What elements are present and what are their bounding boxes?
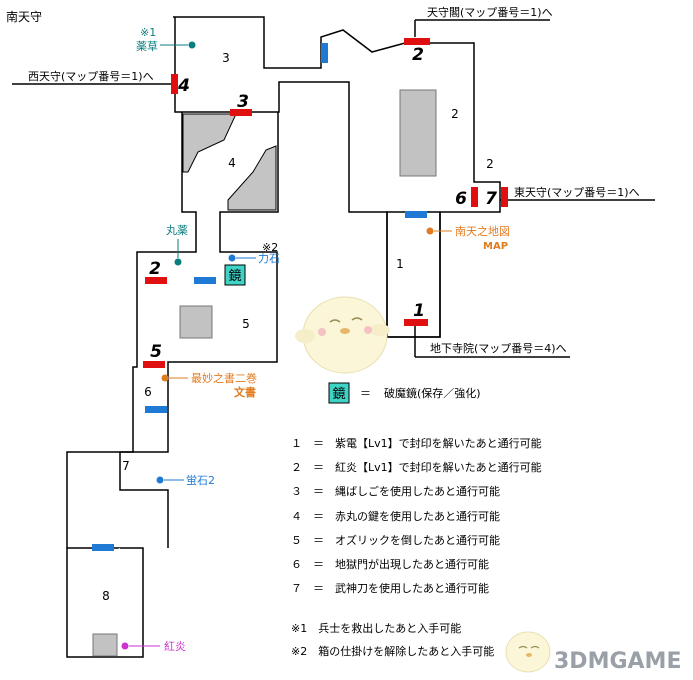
exit-west-label: 西天守(マップ番号＝1)へ [28,69,154,83]
door-number-2-top: 2 [412,45,424,65]
right-corridor-outline [119,112,279,548]
door-number-5: 5 [150,342,162,362]
yakusou-marker [188,41,196,49]
room-3-and-2-outline [173,16,501,338]
kouen-label: 紅炎 [164,640,186,653]
door-1 [404,319,428,326]
legend-line-3: ３ ＝ 縄ばしごを使用したあと通行可能 [291,485,500,498]
rikiseki-label: 力石 [258,252,280,265]
yakusou-note: ※1 [140,26,156,39]
legend-line-7: ７ ＝ 武神刀を使用したあと通行可能 [291,582,489,595]
yakusou-label: 薬草 [136,40,158,53]
door-6 [471,187,478,207]
mirror-legend-equals: ＝ [360,387,371,400]
door-3 [230,109,252,116]
door-blue-room8 [92,544,114,551]
mirror-legend: 鏡 ＝ 破魔鏡(保存／強化) [328,382,481,404]
door-2-left [145,277,167,284]
watermark-text: 3DMGAME [554,649,681,674]
room-label-4: 4 [228,156,236,170]
items: ※1 薬草 丸薬 ※2 力石 南天之地図 MAP 最妙之書二巻 文書 蛍石2 紅… [121,26,510,653]
room-label-5: 5 [242,317,250,331]
room-label-2b: 2 [486,157,494,171]
door-blue-room6 [145,406,167,413]
room-label-2: 2 [451,107,459,121]
rikiseki-note: ※2 [262,241,278,254]
book-marker [161,374,169,382]
door-number-2-left: 2 [149,259,161,279]
map-tag: MAP [483,241,508,252]
marugusuri-marker [174,258,182,266]
legend-line-6: ６ ＝ 地獄門が出現したあと通行可能 [291,558,489,571]
legend-line-1: １ ＝ 紫電【Lv1】で封印を解いたあと通行可能 [291,437,542,450]
room-label-3: 3 [222,51,230,65]
map-item-label: 南天之地図 [455,224,510,238]
kouen-marker [121,642,129,650]
exit-labels: 天守閣(マップ番号＝1)へ 西天守(マップ番号＝1)へ 東天守(マップ番号＝1)… [28,5,640,355]
pillar-room-2 [399,89,437,177]
room-label-6: 6 [144,385,152,399]
exit-down-label: 地下寺院(マップ番号＝4)へ [430,341,567,355]
left-corridor-outline [66,112,197,548]
room-label-1: 1 [396,257,404,271]
book-label: 最妙之書二巻 [191,371,257,385]
pillar-room-8 [92,633,118,657]
pillars [92,89,437,657]
door-number-4: 4 [177,76,190,96]
hotaru-label: 蛍石2 [186,473,215,487]
note-2: ※2 箱の仕掛けを解除したあと入手可能 [291,645,495,658]
door-number-3: 3 [237,92,249,112]
room-4-rocks [182,113,277,211]
pillar-room-5 [179,305,213,339]
legend-line-2: ２ ＝ 紅炎【Lv1】で封印を解いたあと通行可能 [291,461,542,474]
exit-east-label: 東天守(マップ番号＝1)へ [514,185,640,199]
map-marker [426,227,434,235]
mirror-glyph: 鏡 [228,269,241,284]
door-blue-room5 [194,277,216,284]
door-7 [501,187,508,207]
door-number-7: 7 [485,189,497,209]
red-doors [143,38,508,368]
mirror-legend-text: 破魔鏡(保存／強化) [384,386,481,400]
exit-lines [12,19,655,358]
door-2-top [404,38,430,45]
room-label-8: 8 [102,589,110,603]
room-label-7: 7 [122,459,130,473]
watermark: 3DMGAME [505,631,681,674]
mascot-icon [295,296,390,374]
hotaru-marker [156,476,164,484]
door-4-west [171,74,178,94]
legend-line-5: ５ ＝ オズリックを倒したあと通行可能 [291,534,500,547]
door-blue-room3-2 [321,43,328,63]
door-5 [143,361,165,368]
marugusuri-label: 丸薬 [166,224,188,237]
room-8-outline [66,547,144,658]
page-title: 南天守 [6,10,43,24]
door-numbers: 2 4 3 6 7 2 5 1 [149,45,497,362]
book-tag: 文書 [234,385,256,399]
rikiseki-marker [228,254,236,262]
room-numbers: 3 4 2 2 1 5 6 7 8 [102,51,494,603]
legend-line-4: ４ ＝ 赤丸の鍵を使用したあと通行可能 [291,510,500,523]
mirror-icon: 鏡 [224,264,246,286]
door-blue-room1 [405,211,427,218]
exit-top-label: 天守閣(マップ番号＝1)へ [427,5,553,19]
blue-doors [92,43,427,551]
door-number-1: 1 [413,301,425,321]
door-number-6: 6 [455,189,467,209]
mirror-legend-glyph: 鏡 [332,387,345,402]
note-1: ※1 兵士を救出したあと入手可能 [291,622,462,635]
